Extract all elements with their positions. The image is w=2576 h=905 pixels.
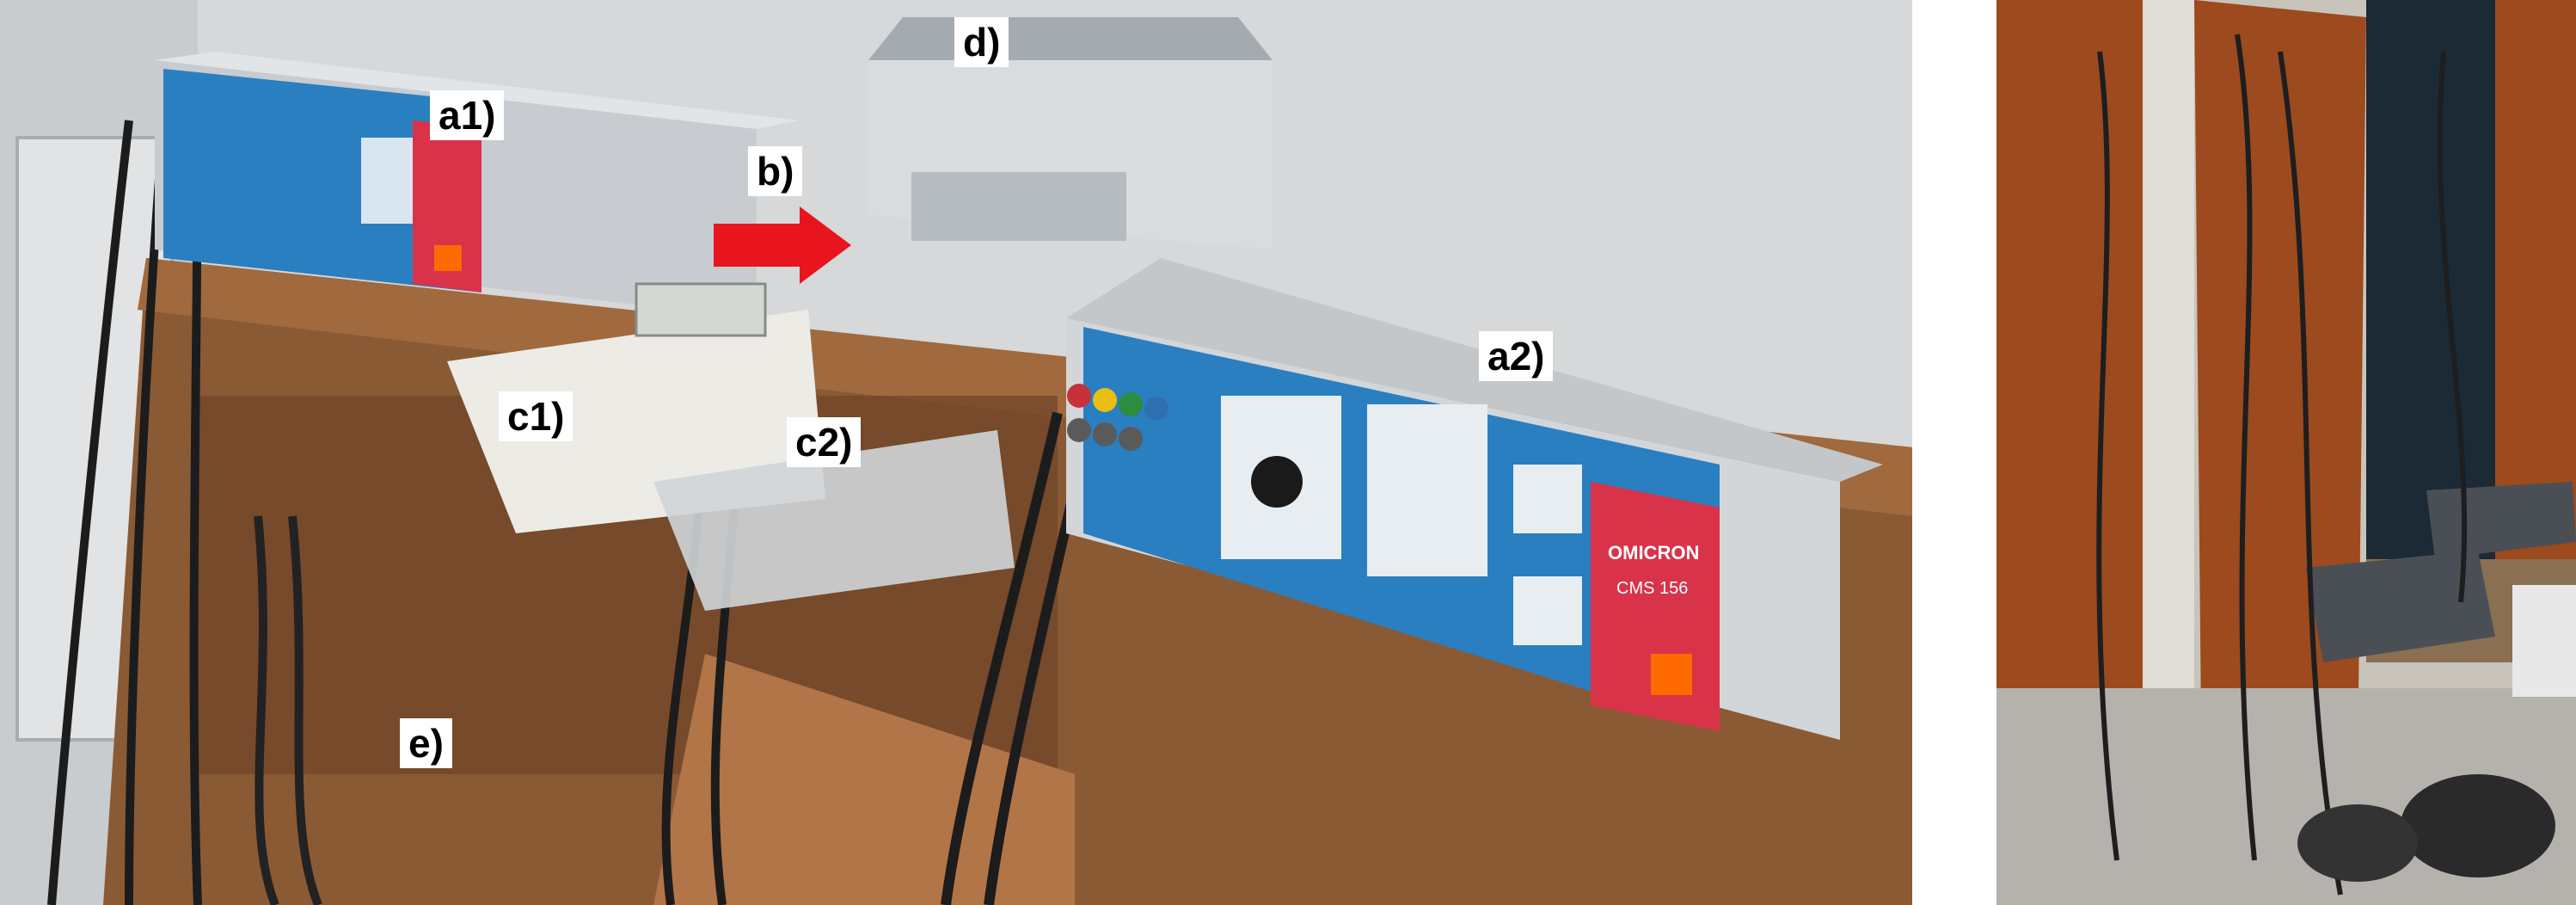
meter-c2-body: [653, 430, 1015, 611]
label-a2: a2): [1479, 331, 1554, 381]
rack-interior: [2366, 0, 2495, 559]
device-a1-red-panel: [413, 120, 481, 292]
rack-panel-center: [2194, 0, 2366, 905]
device-a2-power-switch: [1651, 654, 1692, 695]
junction-box-1: [2306, 551, 2495, 662]
label-e: e): [400, 718, 452, 768]
rack-scene: [1996, 0, 2576, 905]
meter-c1-display: [635, 282, 767, 337]
box-d-lid: [868, 17, 1273, 60]
device-a2-output-socket: [1251, 456, 1303, 508]
cable: [2235, 34, 2257, 861]
cable: [288, 515, 322, 905]
cable: [47, 120, 133, 905]
device-a2-cable-plugs: [1067, 384, 1168, 451]
device-a1-window: [361, 138, 421, 224]
label-a1: a1): [430, 90, 505, 140]
white-box: [2512, 585, 2576, 697]
cable: [2096, 51, 2119, 861]
label-c1: c1): [499, 391, 573, 441]
cable: [941, 411, 1063, 905]
red-arrow: [714, 206, 851, 284]
device-a2-center-window: [1367, 404, 1487, 576]
chair-back: [653, 654, 1075, 905]
lab-setup-photo: OMICRON CMS 156 a1) b) d) a2) c1) c2) e): [0, 0, 1912, 905]
device-a2-model: CMS 156: [1616, 579, 1688, 598]
cable: [2278, 51, 2343, 896]
cable: [2437, 51, 2468, 603]
label-b: b): [748, 146, 803, 196]
box-d-connectors: [911, 172, 1126, 241]
device-a2-led-panel-bottom: [1513, 576, 1582, 645]
device-a2-top: [1066, 258, 1883, 482]
device-a1-panel: [163, 69, 481, 292]
lab-setup-scene: OMICRON CMS 156: [0, 0, 1912, 905]
label-d: d): [954, 17, 1009, 67]
cable-coil: [2401, 774, 2555, 877]
label-c2: c2): [787, 417, 862, 467]
device-a2-led-panel-top: [1513, 465, 1582, 533]
device-a1-power-switch: [434, 245, 462, 271]
rack-photo: [1996, 0, 2576, 905]
cable-coil: [2297, 804, 2418, 882]
cable: [254, 515, 279, 905]
device-a2-brand: OMICRON: [1608, 542, 1699, 563]
